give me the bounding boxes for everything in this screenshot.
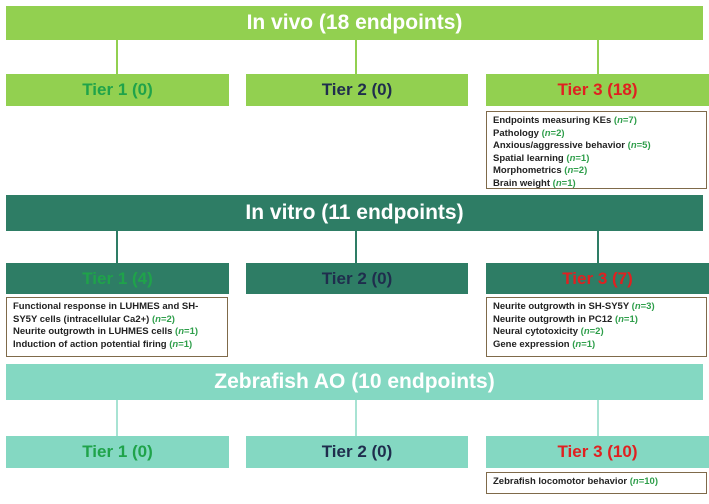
endpoint-item: Brain weight (n=1) (493, 178, 700, 191)
endpoint-count: (n=1) (572, 338, 596, 350)
zebrafish-connector-3 (597, 400, 599, 436)
zebrafish-tier1-box: Tier 1 (0) (6, 436, 229, 468)
in-vitro-tier3-label: Tier 3 (7) (562, 268, 633, 288)
endpoint-count: (n=1) (175, 326, 199, 337)
endpoint-count: (n=2) (564, 165, 588, 176)
endpoint-item: Anxious/aggressive behavior (n=5) (493, 140, 700, 153)
zebrafish-banner: Zebrafish AO (10 endpoints) (6, 364, 703, 400)
zebrafish-connector-1 (116, 400, 118, 436)
endpoint-label: Pathology (493, 127, 542, 139)
endpoint-label: Brain weight (493, 177, 553, 189)
in-vitro-connector-2 (355, 231, 357, 263)
zebrafish-tier1-label: Tier 1 (0) (82, 442, 153, 461)
in-vitro-tier1-details: Functional response in LUHMES and SH-SY5… (6, 297, 228, 357)
in-vivo-tier3-details: Endpoints measuring KEs (n=7)Pathology (… (486, 111, 707, 189)
endpoint-item: Morphometrics (n=2) (493, 165, 700, 178)
endpoint-label: Spatial learning (493, 152, 567, 164)
endpoint-label: Induction of action potential firing (13, 338, 170, 350)
in-vivo-banner: In vivo (18 endpoints) (6, 6, 703, 40)
endpoint-count: (n=5) (627, 140, 651, 151)
in-vitro-title: In vitro (11 endpoints) (245, 201, 464, 224)
endpoint-item: Neurite outgrowth in PC12 (n=1) (493, 314, 700, 327)
in-vitro-tier2-label: Tier 2 (0) (321, 268, 393, 288)
in-vitro-connector-3 (597, 231, 599, 263)
endpoint-label: Functional response in LUHMES and SH-SY5… (13, 301, 199, 325)
endpoint-label: Zebrafish locomotor behavior (493, 476, 630, 487)
endpoint-count: (n=1) (566, 152, 590, 164)
endpoint-label: Morphometrics (493, 165, 565, 176)
in-vivo-tier1-box: Tier 1 (0) (6, 74, 229, 106)
endpoint-label: Endpoints measuring KEs (493, 115, 614, 126)
in-vivo-title: In vivo (18 endpoints) (246, 11, 463, 34)
in-vitro-tier1-box: Tier 1 (4) (6, 263, 229, 294)
endpoint-item: Pathology (n=2) (493, 128, 700, 141)
endpoint-count: (n=1) (614, 313, 638, 325)
in-vitro-connector-1 (116, 231, 118, 263)
in-vitro-tier3-details: Neurite outgrowth in SH-SY5Y (n=3)Neurit… (486, 297, 707, 357)
in-vitro-tier3-box: Tier 3 (7) (486, 263, 709, 294)
endpoint-count: (n=3) (631, 301, 655, 312)
endpoint-label: Gene expression (493, 338, 573, 350)
endpoint-item: Functional response in LUHMES and SH-SY5… (13, 301, 221, 326)
endpoint-item: Neural cytotoxicity (n=2) (493, 326, 700, 339)
zebrafish-tier3-label: Tier 3 (10) (557, 442, 638, 461)
in-vivo-tier3-box: Tier 3 (18) (486, 74, 709, 106)
in-vivo-tier3-label: Tier 3 (18) (557, 80, 638, 99)
zebrafish-tier2-label: Tier 2 (0) (321, 442, 393, 461)
endpoint-count: (n=2) (580, 326, 604, 337)
endpoint-count: (n=10) (629, 476, 658, 487)
endpoint-count: (n=1) (169, 338, 193, 350)
endpoint-count: (n=2) (541, 127, 565, 139)
in-vivo-connector-2 (355, 40, 357, 74)
in-vivo-connector-1 (116, 40, 118, 74)
endpoint-item: Neurite outgrowth in LUHMES cells (n=1) (13, 326, 221, 339)
endpoint-label: Neurite outgrowth in LUHMES cells (13, 326, 176, 337)
endpoint-count: (n=2) (151, 313, 175, 325)
endpoint-item: Gene expression (n=1) (493, 339, 700, 352)
endpoint-item: Induction of action potential firing (n=… (13, 339, 221, 352)
in-vivo-connector-3 (597, 40, 599, 74)
endpoint-label: Neurite outgrowth in PC12 (493, 313, 615, 325)
endpoint-count: (n=1) (552, 177, 576, 189)
zebrafish-tier3-details: Zebrafish locomotor behavior (n=10) (486, 472, 707, 494)
endpoint-item: Spatial learning (n=1) (493, 153, 700, 166)
endpoint-label: Neural cytotoxicity (493, 326, 581, 337)
in-vivo-tier1-label: Tier 1 (0) (82, 80, 153, 99)
in-vitro-banner: In vitro (11 endpoints) (6, 195, 703, 231)
in-vivo-tier2-box: Tier 2 (0) (246, 74, 468, 106)
zebrafish-connector-2 (355, 400, 357, 436)
in-vitro-tier1-label: Tier 1 (4) (82, 268, 153, 288)
zebrafish-tier3-box: Tier 3 (10) (486, 436, 709, 468)
endpoint-count: (n=7) (613, 115, 637, 126)
endpoint-label: Neurite outgrowth in SH-SY5Y (493, 301, 632, 312)
endpoint-label: Anxious/aggressive behavior (493, 140, 628, 151)
zebrafish-title: Zebrafish AO (10 endpoints) (214, 370, 495, 393)
in-vitro-tier2-box: Tier 2 (0) (246, 263, 468, 294)
in-vivo-tier2-label: Tier 2 (0) (321, 80, 393, 99)
endpoint-item: Endpoints measuring KEs (n=7) (493, 115, 700, 128)
endpoint-item: Neurite outgrowth in SH-SY5Y (n=3) (493, 301, 700, 314)
zebrafish-tier2-box: Tier 2 (0) (246, 436, 468, 468)
endpoint-item: Zebrafish locomotor behavior (n=10) (493, 476, 700, 489)
